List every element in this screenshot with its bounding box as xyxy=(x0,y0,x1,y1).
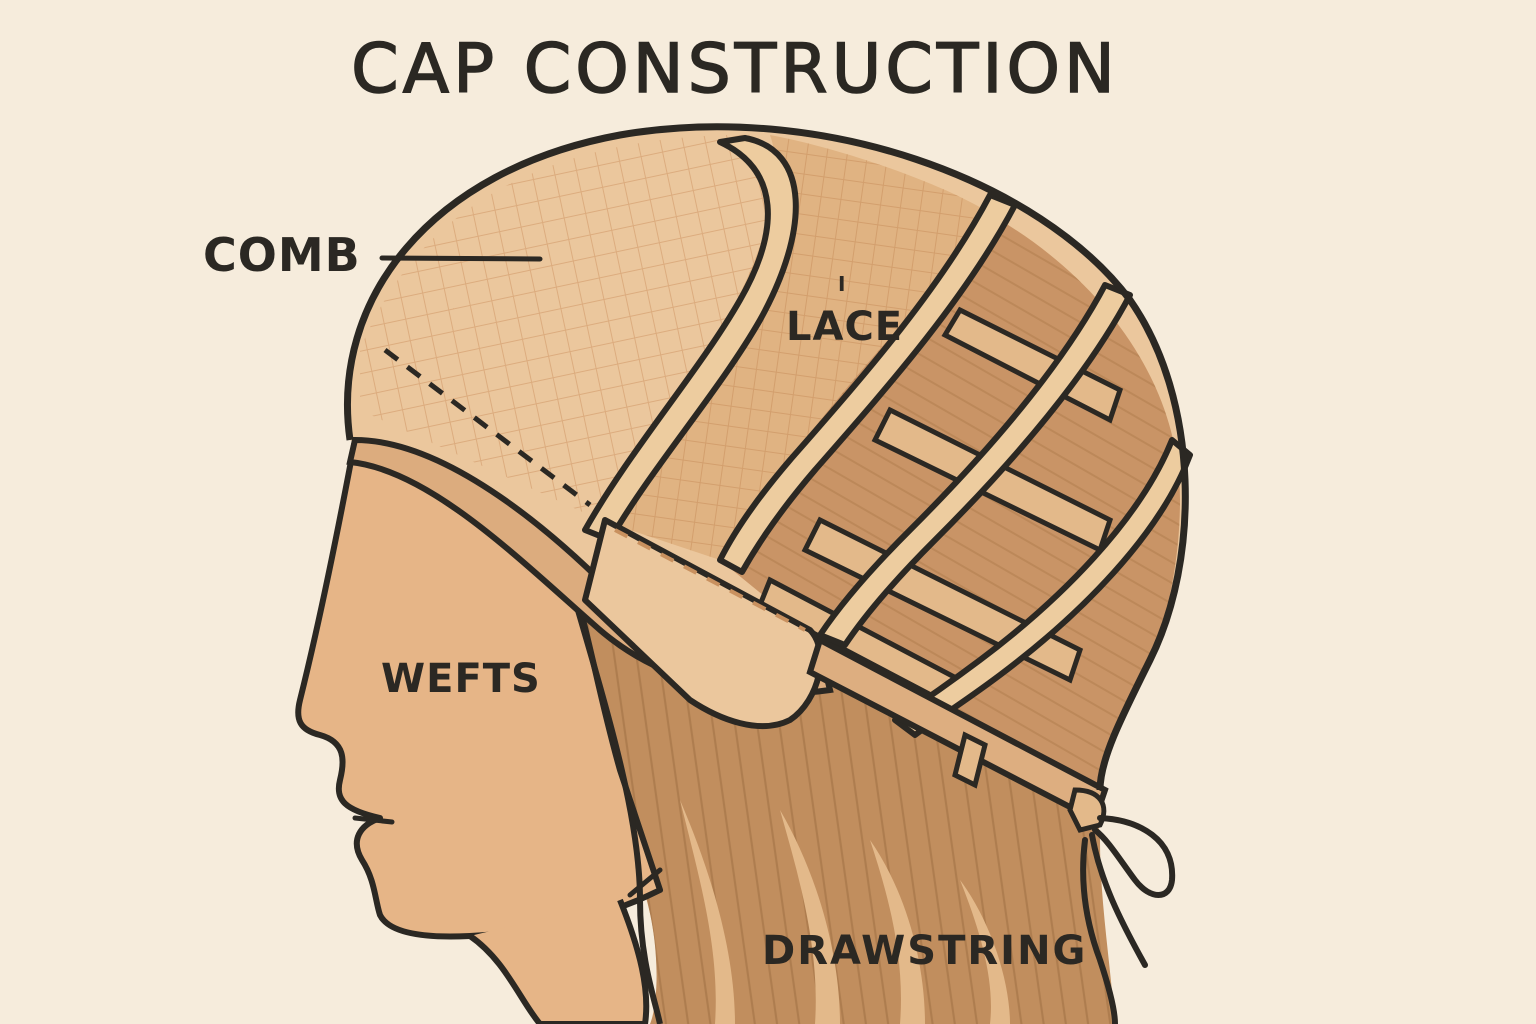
drawstring-bow-icon xyxy=(1080,815,1176,1024)
label-lace-tick: I xyxy=(838,272,847,296)
label-comb: COMB xyxy=(203,228,361,282)
comb-leader-line xyxy=(379,255,543,262)
diagram-title: CAP CONSTRUCTION xyxy=(350,29,1119,110)
head-profile xyxy=(295,437,663,1024)
label-drawstring: DRAWSTRING xyxy=(762,928,1088,974)
cap xyxy=(343,123,1193,833)
label-lace: LACE xyxy=(786,304,904,350)
label-wefts: WEFTS xyxy=(381,656,541,702)
